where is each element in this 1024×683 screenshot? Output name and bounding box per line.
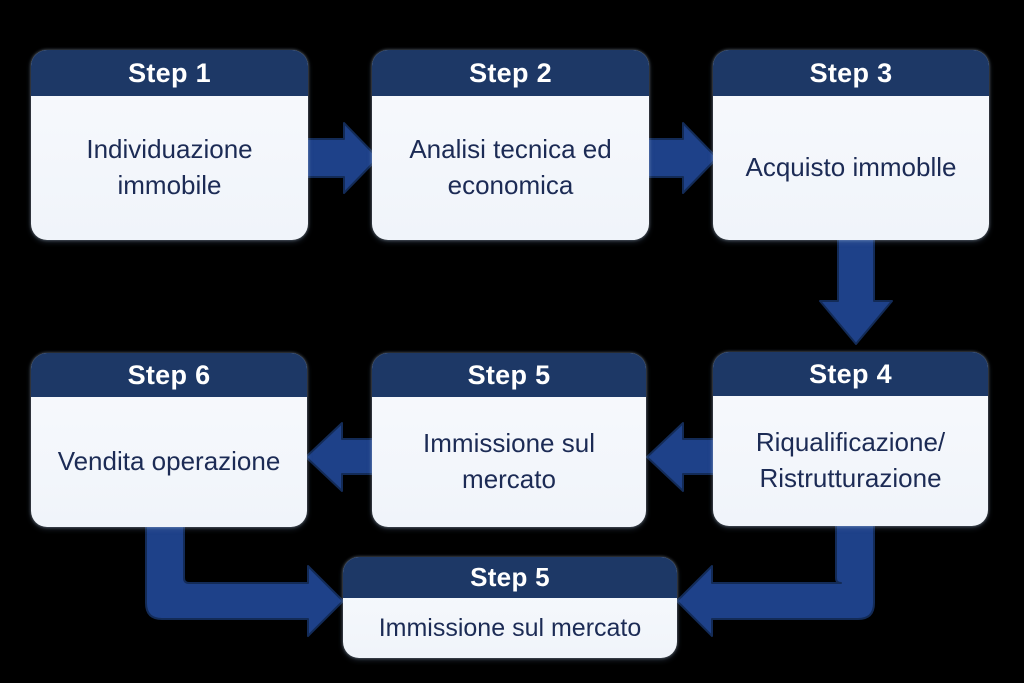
step-box-2-label: Analisi tecnica ed economica xyxy=(409,134,612,200)
step-box-2: Step 2 Analisi tecnica ed economica xyxy=(372,50,649,240)
arrow-left-step5-to-step6-icon xyxy=(305,422,377,492)
step-box-4: Step 4 Riqualificazione/ Ristrutturazion… xyxy=(713,352,988,526)
step-box-5-title: Step 5 xyxy=(467,359,551,390)
step-box-3: Step 3 Acquisto immoblle xyxy=(713,50,989,240)
step-box-1-label: Individuazione immobile xyxy=(86,134,253,200)
elbow-arrow-step6-to-bottom-icon xyxy=(145,520,344,637)
step-box-1-body: Individuazione immobile xyxy=(31,96,308,240)
step-box-5-final-body: Immissione sul mercato xyxy=(343,598,677,658)
step-box-1-header: Step 1 xyxy=(31,50,308,96)
step-box-2-title: Step 2 xyxy=(469,57,552,88)
step-box-1-title: Step 1 xyxy=(128,57,211,88)
step-box-3-body: Acquisto immoblle xyxy=(713,96,989,240)
step-box-4-header: Step 4 xyxy=(713,352,988,396)
step-box-5-header: Step 5 xyxy=(372,353,646,397)
step-box-6-label: Vendita operazione xyxy=(57,446,281,477)
step-box-5-final-label: Immissione sul mercato xyxy=(378,613,642,642)
step-box-6-body: Vendita operazione xyxy=(31,397,307,527)
step-box-2-header: Step 2 xyxy=(372,50,649,96)
step-box-2-body: Analisi tecnica ed economica xyxy=(372,96,649,240)
step-box-4-label: Riqualificazione/ Ristrutturazione xyxy=(755,427,946,493)
arrow-right-step2-to-step3-icon xyxy=(644,122,718,194)
arrow-down-step3-to-step4-icon xyxy=(819,235,893,345)
step-box-3-title: Step 3 xyxy=(809,57,893,88)
step-box-5-final: Step 5 Immissione sul mercato xyxy=(343,557,677,658)
arrow-right-step1-to-step2-icon xyxy=(305,122,379,194)
step-box-6: Step 6 Vendita operazione xyxy=(31,353,307,527)
step-box-3-label: Acquisto immoblle xyxy=(745,152,957,183)
step-box-5-final-header: Step 5 xyxy=(343,557,677,598)
step-box-3-header: Step 3 xyxy=(713,50,989,96)
step-box-5-label: Immissione sul mercato xyxy=(423,428,595,494)
step-box-4-title: Step 4 xyxy=(809,358,892,389)
step-box-5-body: Immissione sul mercato xyxy=(372,397,646,527)
step-box-5-final-title: Step 5 xyxy=(470,562,550,592)
step-box-1: Step 1 Individuazione immobile xyxy=(31,50,308,240)
step-box-5: Step 5 Immissione sul mercato xyxy=(372,353,646,527)
step-box-6-header: Step 6 xyxy=(31,353,307,397)
step-box-6-title: Step 6 xyxy=(127,359,211,390)
arrow-left-step4-to-step5-icon xyxy=(646,422,718,492)
elbow-arrow-step4-to-bottom-icon xyxy=(676,520,875,637)
step-box-4-body: Riqualificazione/ Ristrutturazione xyxy=(713,396,988,526)
